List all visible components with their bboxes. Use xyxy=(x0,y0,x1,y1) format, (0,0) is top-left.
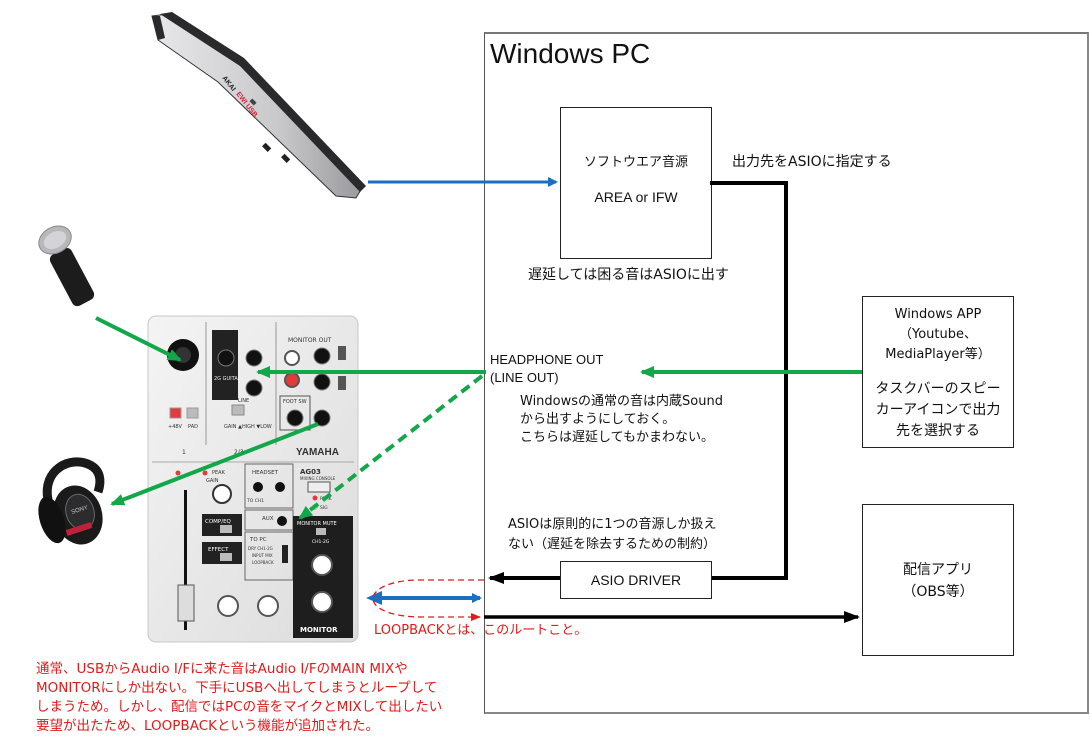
mixer-to-ch1-label: TO CH1 xyxy=(246,498,264,504)
asio-driver-box[interactable]: ASIO DRIVER xyxy=(560,561,712,599)
note-line: 通常、USBからAudio I/Fに来た音はAudio I/FのMAIN MIX… xyxy=(36,661,408,677)
mixer-line-label: LINE xyxy=(238,398,249,404)
mixer-headset-label: HEADSET xyxy=(252,470,279,476)
note-line: 要望が出たため、LOOPBACKという機能が追加された。 xyxy=(36,718,379,734)
asio-output-note: 出力先をASIOに指定する xyxy=(732,154,892,170)
asio-limit-note: ASIOは原則的に1つの音源しか扱え ない（遅延を除去するための制約） xyxy=(508,515,716,555)
loopback-label: LOOPBACKとは、このルートこと。 xyxy=(374,623,588,638)
mixer-gain-toggle-label: GAIN ▲HIGH ▼LOW xyxy=(224,424,272,430)
mixer-ch1-2g-label: CH1-2G xyxy=(312,539,330,545)
ewi-usb-wind-controller: AKAI EWI USB xyxy=(151,12,366,199)
arrow-lineout-to-aux-dashed xyxy=(298,374,484,520)
windows-app-desc-line: タスクバーのスピー xyxy=(875,381,1001,397)
mixer-ch1-label: 1 xyxy=(182,449,186,456)
software-synth-subtitle: AREA or IFW xyxy=(594,189,678,205)
software-synth-box[interactable]: ソフトウエア音源 AREA or IFW xyxy=(560,107,712,259)
mixer-peak-label: PEAK xyxy=(212,470,226,476)
note-line: しまうため。しかし、配信ではPCの音をマイクとMIXして出したい xyxy=(36,699,443,715)
mixer-phantom-label: +48V xyxy=(168,424,183,430)
windows-app-title-line: （Youtube、 xyxy=(899,327,977,342)
mixer-pad-label: PAD xyxy=(188,424,198,430)
mixer-comp-eq-label: COMP/EQ xyxy=(205,519,232,525)
arrow-mic-to-mixer xyxy=(95,316,182,362)
mixer-aux-label: AUX xyxy=(262,516,274,522)
windows-app-title-line: Windows APP xyxy=(894,307,982,322)
line-synth-to-asio xyxy=(710,181,788,580)
mixer-guitar-label: 2G GUITAR xyxy=(214,376,242,382)
loopback-explanation-note: 通常、USBからAudio I/Fに来た音はAudio I/FのMAIN MIX… xyxy=(36,660,442,736)
note-line: ASIOは原則的に1つの音源しか扱え xyxy=(508,517,717,532)
mixer-monitor-label: MONITOR xyxy=(300,626,338,634)
streaming-app-box[interactable]: 配信アプリ （OBS等） xyxy=(862,504,1014,656)
windows-app-title-line: MediaPlayer等） xyxy=(885,347,991,362)
mixer-model-sub-text: MIXING CONSOLE xyxy=(300,476,336,481)
windows-normal-sound-note: Windowsの通常の音は内蔵Sound から出すようにしておく。 こちらは遅延… xyxy=(520,393,723,447)
note-line: こちらは遅延してもかまわない。 xyxy=(520,430,714,445)
mixer-to-pc-mode: INPUT MIX xyxy=(252,553,273,558)
windows-app-box[interactable]: Windows APP （Youtube、 MediaPlayer等） タスクバ… xyxy=(862,296,1014,448)
mixer-gain-label: GAIN xyxy=(206,478,219,484)
microphone xyxy=(38,225,95,307)
arrow-mixer-to-headphones xyxy=(110,422,319,506)
windows-app-desc-line: カーアイコンで出力 xyxy=(875,402,1001,418)
mixer-sig-label: SIG xyxy=(320,505,328,511)
streaming-app-subtitle: （OBS等） xyxy=(902,584,974,600)
software-synth-title: ソフトウエア音源 xyxy=(583,155,688,170)
mixer-to-pc-label: TO PC xyxy=(249,537,267,543)
loopback-arrowhead-left xyxy=(366,591,382,605)
windows-app-desc-line: 先を選択する xyxy=(896,423,980,439)
latency-note: 遅延しては困る音はASIOに出す xyxy=(528,267,729,283)
mixer-monitor-mute-label: MONITOR MUTE xyxy=(297,521,337,527)
mixer-to-pc-mode: DRY CH1-2G xyxy=(248,546,273,551)
yamaha-ag03-mixer: +48V PAD 1 2G GUITAR LINE GAIN ▲HIGH ▼LO… xyxy=(147,315,359,643)
windows-pc-title: Windows PC xyxy=(490,38,651,69)
mixer-foot-sw-label: FOOT SW xyxy=(283,399,307,405)
loopback-route-indicator xyxy=(372,579,484,621)
headphones-brand-text: SONY xyxy=(71,505,89,516)
mixer-monitor-out-label: MONITOR OUT xyxy=(288,337,332,344)
mixer-to-pc-mode: LOOPBACK xyxy=(252,560,274,565)
note-line: ない（遅延を除去するための制約） xyxy=(508,537,717,552)
streaming-app-title: 配信アプリ xyxy=(903,562,973,578)
note-line: Windowsの通常の音は内蔵Sound xyxy=(520,394,723,409)
note-line: から出すようにしておく。 xyxy=(520,412,676,427)
note-line: MONITORにしか出ない。下手にUSBへ出してしまうとループして xyxy=(36,680,438,696)
mixer-model-text: AG03 xyxy=(300,468,321,476)
mixer-ch23-label: 2/3 xyxy=(234,449,244,456)
mixer-brand-text: YAMAHA xyxy=(296,447,339,458)
headphone-out-label: HEADPHONE OUT (LINE OUT) xyxy=(490,352,604,385)
headphones: SONY xyxy=(38,457,105,545)
mixer-effect-label: EFFECT xyxy=(208,547,229,553)
